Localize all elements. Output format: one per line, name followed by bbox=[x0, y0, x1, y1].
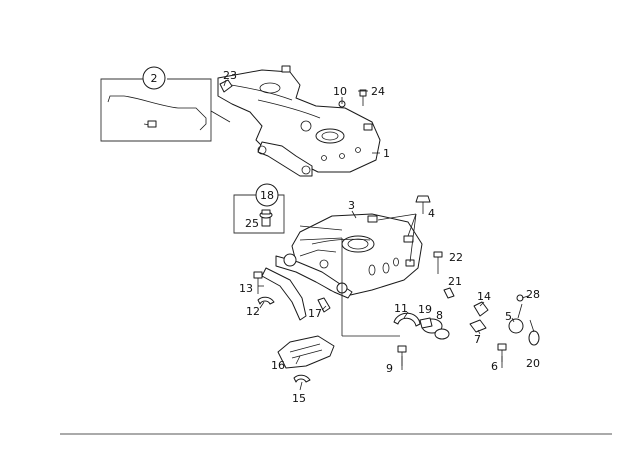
callout-9: 9 bbox=[386, 362, 393, 375]
callout-10: 10 bbox=[333, 85, 347, 98]
callout-6: 6 bbox=[491, 360, 498, 373]
callout-5: 5 bbox=[505, 310, 512, 323]
upper-fuel-tank-assembly bbox=[217, 65, 381, 177]
callout-7: 7 bbox=[474, 333, 481, 346]
callout-circle-18 bbox=[255, 183, 279, 207]
inset-fuel-line bbox=[100, 78, 231, 142]
callout-15: 15 bbox=[292, 392, 306, 405]
callout-14: 14 bbox=[477, 290, 491, 303]
callout-23: 23 bbox=[223, 69, 237, 82]
callout-22: 22 bbox=[449, 251, 463, 264]
callout-25: 25 bbox=[245, 217, 259, 230]
callout-17: 17 bbox=[308, 307, 322, 320]
callout-28: 28 bbox=[526, 288, 540, 301]
callout-12: 12 bbox=[246, 305, 260, 318]
callout-16: 16 bbox=[271, 359, 285, 372]
leader-lines bbox=[223, 79, 529, 391]
callout-21: 21 bbox=[448, 275, 462, 288]
callout-labels: 2 18 1 3 4 5 6 7 8 9 10 11 12 13 14 15 1… bbox=[151, 69, 541, 405]
callout-2: 2 bbox=[151, 72, 158, 85]
lower-fuel-tank-assembly bbox=[261, 213, 423, 321]
callout-circle-2 bbox=[142, 66, 166, 90]
callout-19: 19 bbox=[418, 303, 432, 316]
callout-20: 20 bbox=[526, 357, 540, 370]
callout-1: 1 bbox=[383, 147, 390, 160]
callout-8: 8 bbox=[436, 309, 443, 322]
callout-3: 3 bbox=[348, 199, 355, 212]
callout-13: 13 bbox=[239, 282, 253, 295]
callout-4: 4 bbox=[428, 207, 435, 220]
callout-18: 18 bbox=[260, 189, 274, 202]
callout-11: 11 bbox=[394, 302, 408, 315]
callout-24: 24 bbox=[371, 85, 385, 98]
hardware-parts bbox=[219, 79, 540, 383]
